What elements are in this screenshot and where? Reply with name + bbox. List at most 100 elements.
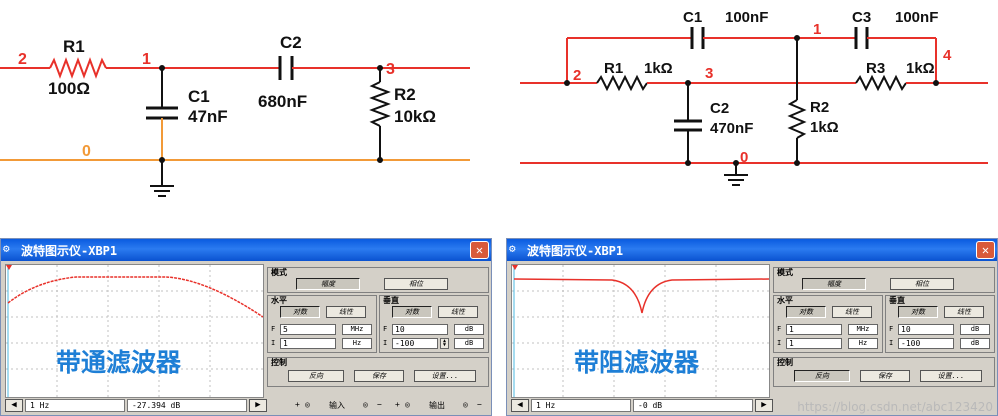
node-label-4: 4	[943, 47, 952, 64]
node-label-1: 1	[813, 21, 821, 38]
control-panel: 模式 幅度 相位 水平 对数 线性 F 1 MHz I 1 Hz 垂直 对数 线…	[773, 263, 995, 396]
cursor-gain-readout: -27.394 dB	[127, 399, 247, 412]
output-plus-terminal-icon[interactable]: ◎	[405, 400, 410, 409]
cursor-right-button[interactable]: ▶	[755, 399, 773, 412]
horizontal-final-prefix: F	[777, 325, 782, 333]
vertical-initial-unit-select[interactable]: dB	[960, 338, 990, 349]
r2-value: 10kΩ	[394, 107, 436, 126]
vertical-linear-button[interactable]: 线性	[438, 306, 478, 318]
response-trace	[7, 276, 263, 318]
horizontal-final-unit-select[interactable]: MHz	[848, 324, 878, 335]
title-bar[interactable]: ⚙ 波特图示仪-XBP1 ✕	[507, 239, 997, 261]
vertical-initial-prefix: I	[383, 339, 388, 347]
c1-value: 100nF	[725, 9, 768, 26]
arrow-left-icon: ◀	[517, 400, 523, 410]
magnitude-button[interactable]: 幅度	[296, 278, 360, 290]
arrow-right-icon: ▶	[255, 400, 261, 410]
vertical-final-input[interactable]: 10	[392, 324, 448, 335]
phase-button[interactable]: 相位	[384, 278, 448, 290]
horizontal-final-unit-select[interactable]: MHz	[342, 324, 372, 335]
input-plus-terminal-icon[interactable]: ◎	[305, 400, 310, 409]
vertical-final-prefix: F	[889, 325, 894, 333]
input-minus-label: −	[377, 400, 382, 409]
c3-name: C3	[852, 9, 871, 26]
title-bar[interactable]: ⚙ 波特图示仪-XBP1 ✕	[1, 239, 491, 261]
mode-group-title: 模式	[777, 268, 793, 277]
schematic-band-stop-drawing: 2 3 1 4 0 C1 100nF C3 100nF R1 1kΩ R3 1k…	[520, 9, 988, 186]
close-icon: ✕	[981, 243, 990, 257]
close-button[interactable]: ✕	[976, 241, 995, 259]
close-icon: ✕	[475, 243, 484, 257]
cursor-gain-readout: -0 dB	[633, 399, 753, 412]
watermark: https://blog.csdn.net/abc123420	[797, 400, 993, 414]
response-trace	[513, 278, 769, 314]
horizontal-initial-input[interactable]: 1	[786, 338, 842, 349]
reverse-button[interactable]: 反向	[288, 370, 344, 382]
horizontal-linear-button[interactable]: 线性	[832, 306, 872, 318]
magnitude-button[interactable]: 幅度	[802, 278, 866, 290]
horizontal-group-title: 水平	[777, 296, 793, 305]
control-group-title: 控制	[271, 358, 287, 367]
vertical-initial-prefix: I	[889, 339, 894, 347]
vertical-final-unit-select[interactable]: dB	[960, 324, 990, 335]
vertical-final-input[interactable]: 10	[898, 324, 954, 335]
horizontal-log-button[interactable]: 对数	[280, 306, 320, 318]
vertical-initial-input[interactable]: -100	[392, 338, 438, 349]
reverse-button[interactable]: 反向	[794, 370, 850, 382]
cursor-left-button[interactable]: ◀	[5, 399, 23, 412]
horizontal-group-title: 水平	[271, 296, 287, 305]
input-plus-label: +	[295, 400, 300, 409]
horizontal-final-prefix: F	[271, 325, 276, 333]
node-label-3: 3	[705, 65, 713, 82]
c1-name: C1	[683, 9, 702, 26]
status-bar: ◀ 1 Hz -27.394 dB ▶ + ◎ 输入 ◎ − + ◎ 输出 ◎ …	[5, 399, 489, 413]
c2-name: C2	[280, 33, 302, 52]
horizontal-initial-unit-select[interactable]: Hz	[342, 338, 372, 349]
settings-button[interactable]: 设置...	[414, 370, 476, 382]
node-label-2: 2	[18, 51, 27, 68]
output-minus-terminal-icon[interactable]: ◎	[463, 400, 468, 409]
vertical-group: 垂直 对数 线性 F 10 dB I -100 ▲▼ dB	[379, 295, 489, 353]
window-title: 波特图示仪-XBP1	[21, 244, 118, 258]
close-button[interactable]: ✕	[470, 241, 489, 259]
horizontal-final-input[interactable]: 5	[280, 324, 336, 335]
node-label-0: 0	[82, 143, 91, 160]
input-minus-terminal-icon[interactable]: ◎	[363, 400, 368, 409]
control-group: 控制 反向 保存 设置...	[267, 357, 489, 387]
horizontal-final-input[interactable]: 1	[786, 324, 842, 335]
vertical-initial-input[interactable]: -100	[898, 338, 954, 349]
r3-name: R3	[866, 60, 885, 77]
r1-value: 1kΩ	[644, 60, 673, 77]
vertical-linear-button[interactable]: 线性	[944, 306, 984, 318]
mode-group: 模式 幅度 相位	[267, 267, 489, 293]
node-label-3: 3	[386, 61, 395, 78]
output-minus-label: −	[477, 400, 482, 409]
horizontal-initial-input[interactable]: 1	[280, 338, 336, 349]
vertical-log-button[interactable]: 对数	[898, 306, 938, 318]
vertical-log-button[interactable]: 对数	[392, 306, 432, 318]
plot-screen: 带通滤波器	[5, 264, 264, 398]
bode-plot	[6, 265, 263, 397]
horizontal-linear-button[interactable]: 线性	[326, 306, 366, 318]
vertical-initial-spinner[interactable]: ▲▼	[440, 338, 449, 349]
bode-plotter-window-left: ⚙ 波特图示仪-XBP1 ✕ 带通滤波器 模式 幅度 相位 水平 对数 线性	[0, 238, 492, 416]
vertical-initial-unit-select[interactable]: dB	[454, 338, 484, 349]
schematic-band-stop: 2 3 1 4 0 C1 100nF C3 100nF R1 1kΩ R3 1k…	[500, 0, 998, 210]
cursor-right-button[interactable]: ▶	[249, 399, 267, 412]
horizontal-initial-unit-select[interactable]: Hz	[848, 338, 878, 349]
horizontal-log-button[interactable]: 对数	[786, 306, 826, 318]
r1-name: R1	[604, 60, 623, 77]
vertical-final-unit-select[interactable]: dB	[454, 324, 484, 335]
cursor-left-button[interactable]: ◀	[511, 399, 529, 412]
r1-value: 100Ω	[48, 79, 90, 98]
mode-group: 模式 幅度 相位	[773, 267, 995, 293]
save-button[interactable]: 保存	[354, 370, 404, 382]
horizontal-group: 水平 对数 线性 F 1 MHz I 1 Hz	[773, 295, 883, 353]
vertical-group-title: 垂直	[383, 296, 399, 305]
mode-group-title: 模式	[271, 268, 287, 277]
phase-button[interactable]: 相位	[890, 278, 954, 290]
c3-value: 100nF	[895, 9, 938, 26]
settings-button[interactable]: 设置...	[920, 370, 982, 382]
control-panel: 模式 幅度 相位 水平 对数 线性 F 5 MHz I 1 Hz 垂直 对数 线…	[267, 263, 489, 396]
save-button[interactable]: 保存	[860, 370, 910, 382]
